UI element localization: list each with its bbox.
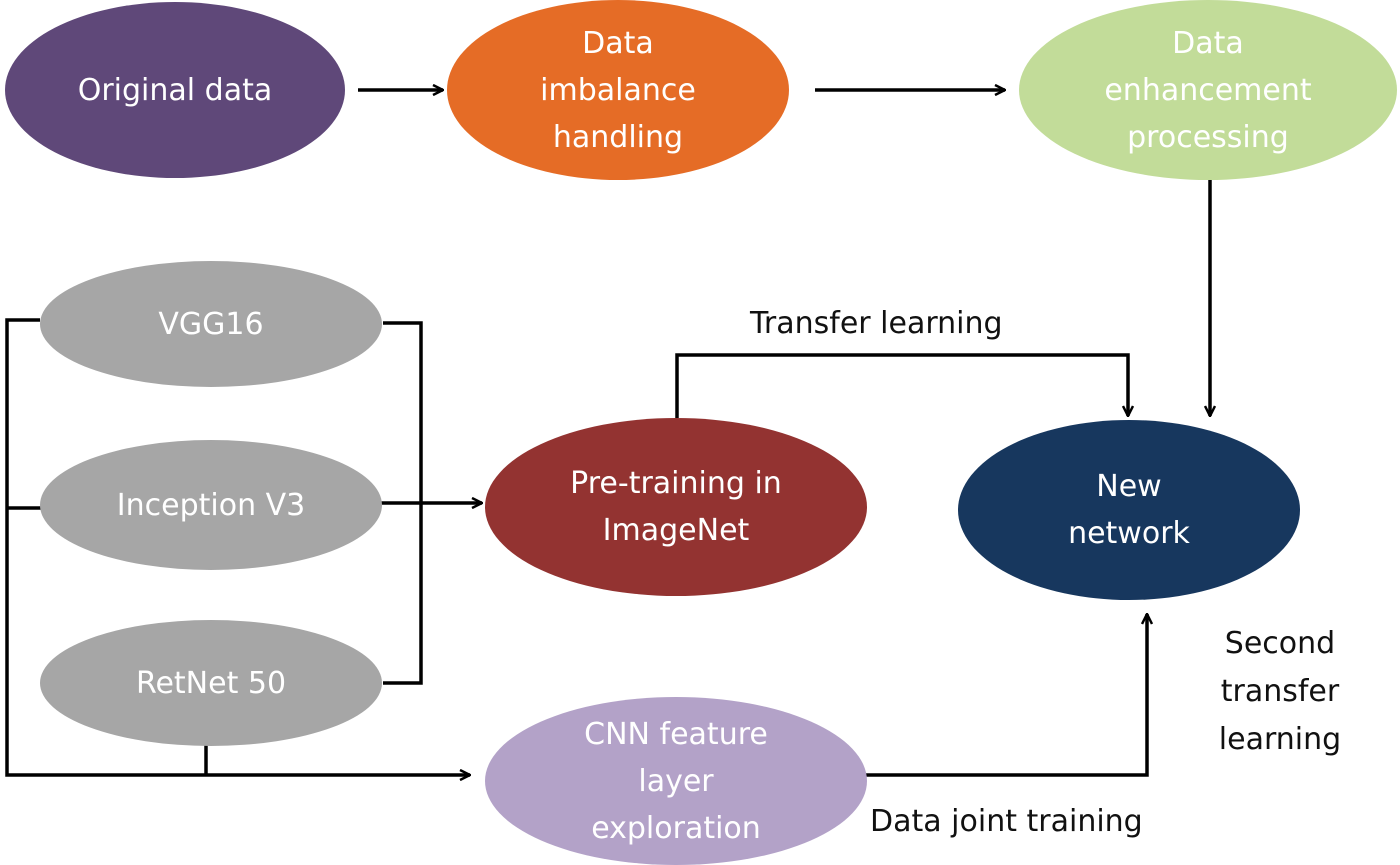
label-second-transfer-learning: Second transfer learning	[1218, 626, 1342, 757]
node-retnet-50: RetNet 50	[40, 620, 382, 746]
node-new-network: New network	[958, 420, 1300, 600]
node-data-enhancement-processing: Data enhancement processing	[1019, 0, 1397, 180]
node-data-imbalance-handling: Data imbalance handling	[447, 0, 789, 180]
node-retnet-50-label: RetNet 50	[135, 665, 287, 701]
node-pretraining-imagenet-label: Pre-training in ImageNet	[570, 466, 782, 548]
node-data-imbalance-handling-label: Data imbalance handling	[540, 25, 696, 155]
node-cnn-feature-layer-exploration: CNN feature layer exploration	[485, 697, 867, 865]
node-original-data-label: Original data	[77, 72, 273, 108]
node-pretraining-imagenet: Pre-training in ImageNet	[485, 418, 867, 596]
label-transfer-learning: Transfer learning	[750, 306, 1003, 341]
node-inception-v3: Inception V3	[40, 440, 382, 570]
node-new-network-label: New network	[1068, 469, 1190, 551]
bracket-models-left	[5, 318, 470, 775]
node-inception-v3-label: Inception V3	[116, 487, 306, 523]
node-data-enhancement-processing-label: Data enhancement processing	[1104, 25, 1312, 155]
node-original-data: Original data	[5, 2, 345, 178]
node-vgg16: VGG16	[40, 261, 382, 387]
label-data-joint-training: Data joint training	[870, 804, 1143, 839]
arrow-second-transfer	[866, 614, 1147, 777]
arrow-transfer-learning	[675, 353, 1128, 418]
node-cnn-feature-layer-exploration-label: CNN feature layer exploration	[584, 716, 768, 846]
node-vgg16-label: VGG16	[158, 306, 264, 342]
